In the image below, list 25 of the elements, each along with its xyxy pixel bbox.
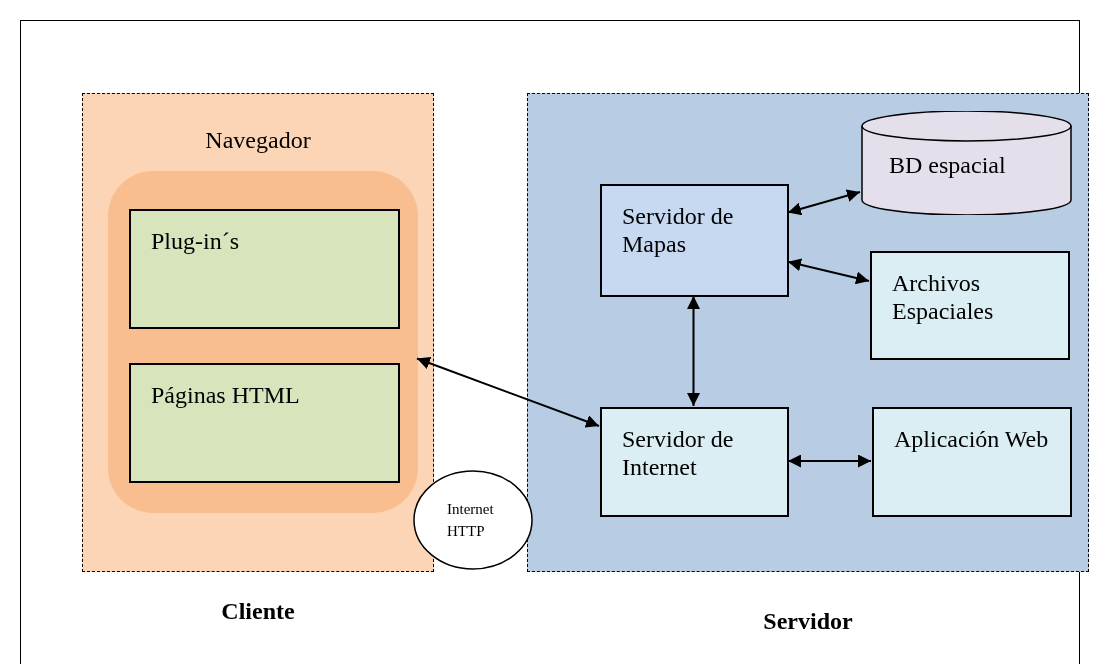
map-server-box (600, 184, 789, 297)
html-pages-box (129, 363, 400, 483)
web-server-box (600, 407, 789, 517)
node-label: BD espacial (889, 151, 1006, 179)
node-label: Páginas HTML (151, 381, 301, 409)
browser-band (108, 171, 418, 513)
plugins-box (129, 209, 400, 329)
double-arrow (787, 189, 861, 216)
double-arrow (787, 258, 870, 285)
client-panel (82, 93, 434, 572)
double-arrow (687, 295, 700, 407)
web-app-box (872, 407, 1072, 517)
panel-heading: Navegador (204, 126, 312, 154)
group-caption: Cliente (220, 598, 296, 625)
files-box (870, 251, 1070, 360)
node-label: Plug-in´s (151, 227, 240, 255)
node-label: Internet HTTP (447, 500, 495, 541)
server-panel (527, 93, 1089, 572)
node-label: Archivos Espaciales (892, 269, 995, 325)
double-arrow (416, 356, 600, 428)
node-label: Servidor de Internet (622, 425, 735, 481)
double-arrow (787, 454, 872, 468)
group-caption: Servidor (762, 608, 854, 635)
node-label: Aplicación Web (894, 425, 1050, 453)
node-label: Servidor de Mapas (622, 202, 735, 258)
